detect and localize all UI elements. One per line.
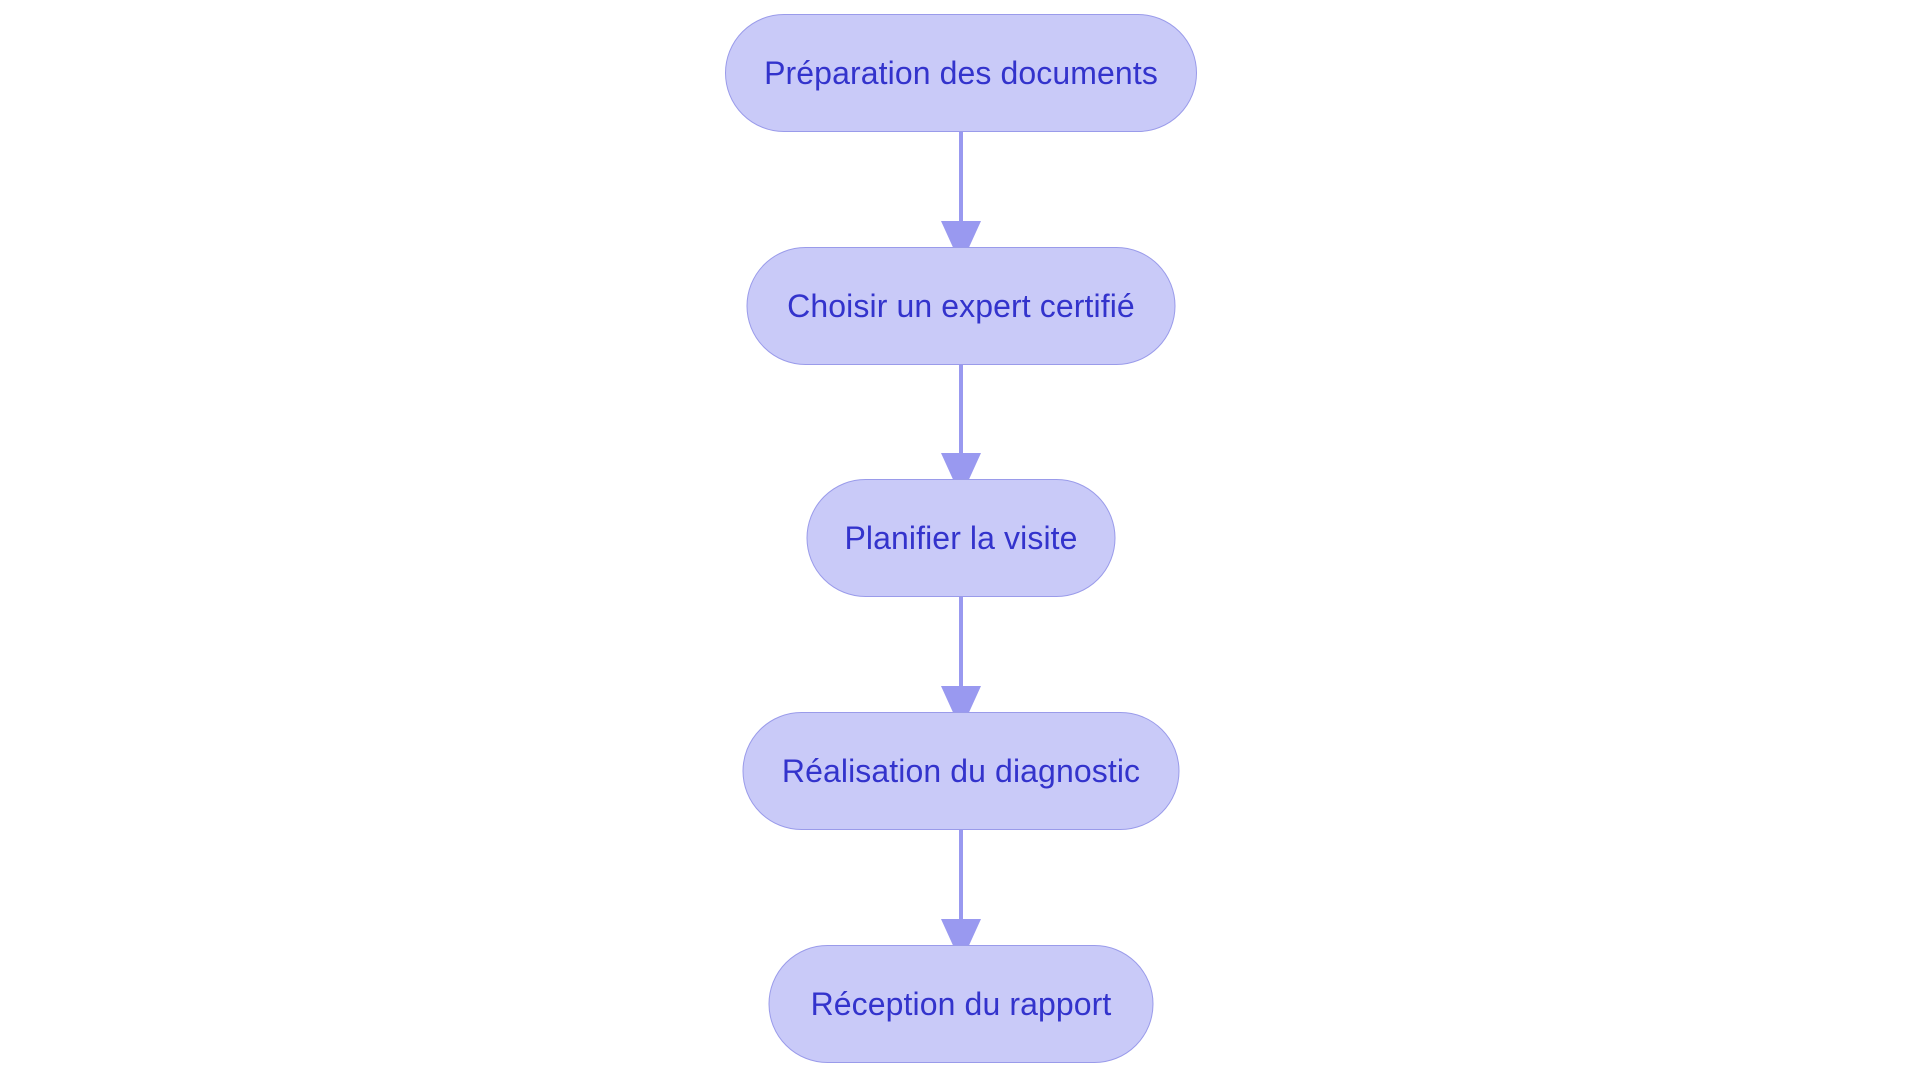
- flowchart-node-reception-du-rapport[interactable]: Réception du rapport: [768, 945, 1154, 1063]
- flowchart-node-realisation-du-diagnostic[interactable]: Réalisation du diagnostic: [742, 712, 1180, 830]
- flowchart-node-planifier-la-visite[interactable]: Planifier la visite: [806, 479, 1116, 597]
- node-label: Réalisation du diagnostic: [781, 753, 1141, 789]
- node-label: Choisir un expert certifié: [787, 288, 1135, 324]
- node-label: Planifier la visite: [844, 520, 1078, 556]
- node-label: Préparation des documents: [764, 55, 1158, 91]
- node-label: Réception du rapport: [810, 986, 1112, 1022]
- flowchart-node-preparation-des-documents[interactable]: Préparation des documents: [725, 14, 1197, 132]
- flowchart-node-choisir-un-expert-certifie[interactable]: Choisir un expert certifié: [746, 247, 1176, 365]
